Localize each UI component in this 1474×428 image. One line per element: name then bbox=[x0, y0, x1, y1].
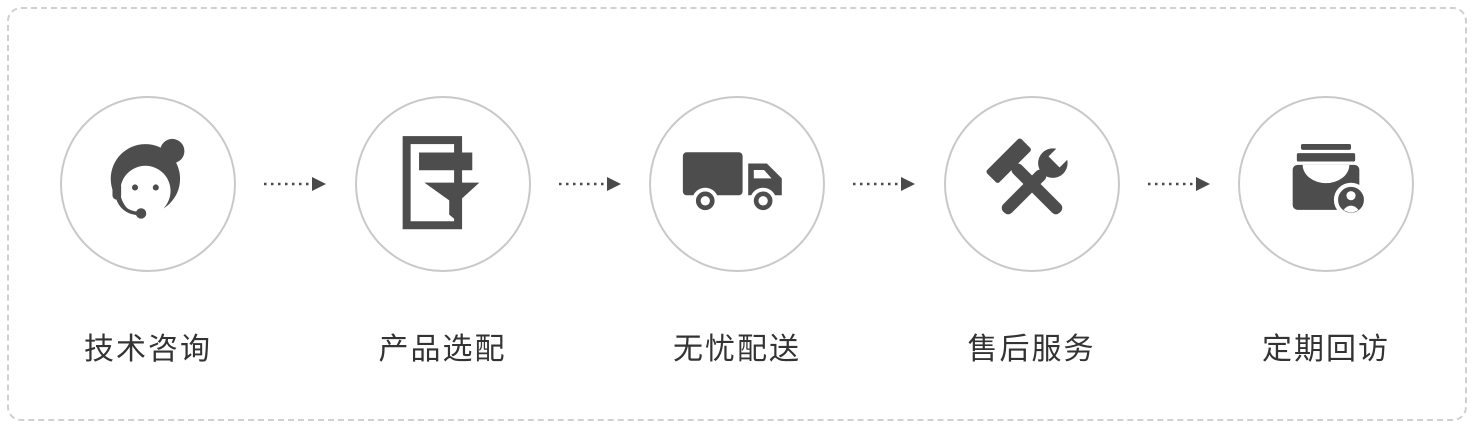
service-flow-panel: 技术咨询 产品选配 bbox=[7, 7, 1467, 421]
step-circle bbox=[1238, 96, 1414, 272]
flow-arrow-icon bbox=[557, 175, 623, 197]
step-label: 技术咨询 bbox=[84, 332, 212, 367]
step-label: 售后服务 bbox=[967, 332, 1096, 367]
flow-arrow-icon bbox=[262, 175, 328, 197]
flow-arrow-icon bbox=[1146, 175, 1212, 197]
delivery-truck-icon bbox=[681, 146, 793, 222]
step-label: 产品选配 bbox=[378, 332, 507, 367]
step-circle bbox=[354, 96, 531, 272]
step-label: 无忧配送 bbox=[673, 332, 801, 367]
step-follow-up: 定期回访 bbox=[1238, 96, 1414, 368]
product-filter-icon bbox=[394, 133, 492, 235]
step-label: 定期回访 bbox=[1262, 332, 1390, 367]
step-technical-consultation: 技术咨询 bbox=[60, 96, 236, 368]
step-after-sales-service: 售后服务 bbox=[943, 96, 1120, 368]
flow-arrow-icon bbox=[851, 175, 917, 197]
step-circle bbox=[60, 96, 236, 272]
step-circle bbox=[649, 96, 825, 272]
support-agent-icon bbox=[96, 132, 200, 236]
step-circle bbox=[943, 96, 1120, 272]
follow-up-box-icon bbox=[1276, 134, 1376, 234]
step-product-selection: 产品选配 bbox=[354, 96, 531, 368]
step-delivery: 无忧配送 bbox=[649, 96, 825, 368]
repair-tools-icon bbox=[980, 132, 1084, 236]
